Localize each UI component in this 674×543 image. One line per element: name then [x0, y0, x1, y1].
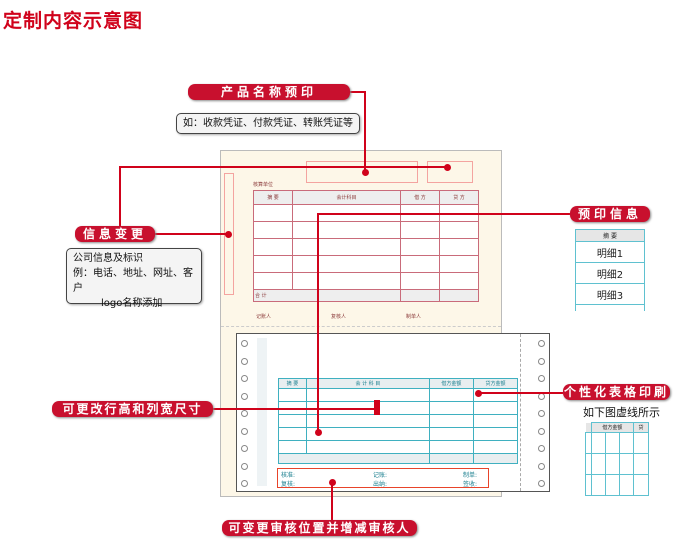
custom-table-label: 个性化表格印刷 [563, 384, 670, 400]
info-change-note: 公司信息及标识 例：电话、地址、网址、客户 logo名称添加 [66, 248, 202, 309]
tractor-hole [538, 445, 545, 452]
tractor-hole [538, 427, 545, 435]
tractor-hole [241, 462, 248, 470]
custom-table-note: 如下图虚线所示 [583, 406, 660, 419]
tractor-hole [241, 427, 248, 435]
info-change-label: 信息变更 [75, 226, 155, 242]
tractor-hole [241, 375, 248, 382]
tractor-hole [241, 410, 248, 417]
tractor-hole [538, 357, 545, 365]
custom-mini-table: 借方金额贷 [585, 422, 649, 496]
auditor-box: 核准: 记账: 制单: 复核: 出纳: 签收: [277, 468, 489, 488]
tractor-hole [538, 410, 545, 417]
tractor-hole [241, 392, 248, 400]
tractor-hole [538, 375, 545, 382]
tractor-hole [241, 445, 248, 452]
product-name-note: 如：收款凭证、付款凭证、转账凭证等 [176, 113, 360, 134]
lower-voucher-form: 摘 要会 计 科 目借方金额贷方金额 核准: 记账: 制单: 复核: 出纳: 签… [236, 333, 550, 492]
upper-table: 摘 要会计科目借 方贷 方 合 计 [253, 190, 479, 302]
lower-table: 摘 要会 计 科 目借方金额贷方金额 [278, 378, 519, 464]
auditors-label: 可变更审核位置并增减审核人 [222, 520, 417, 536]
product-name-label: 产品名称预印 [188, 84, 350, 100]
page-title: 定制内容示意图 [3, 10, 144, 32]
tractor-hole [241, 357, 248, 365]
tractor-hole [538, 340, 545, 347]
tractor-hole [538, 480, 545, 487]
preprint-mini-table: 摘 要 明细1 明细2 明细3 [575, 229, 645, 311]
preprint-label: 预印信息 [570, 206, 650, 222]
tractor-hole [241, 480, 248, 487]
tractor-hole [538, 462, 545, 470]
resize-label: 可更改行高和列宽尺寸 [52, 401, 213, 417]
unit-label: 核算单位 [253, 182, 274, 188]
tractor-hole [241, 340, 248, 347]
